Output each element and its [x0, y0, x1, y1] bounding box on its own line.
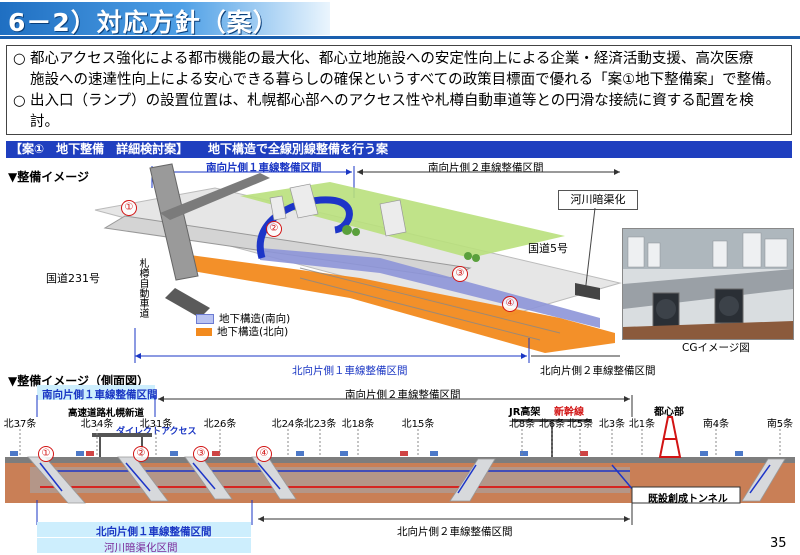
page-title: 6－2）対応方針（案）: [8, 8, 279, 37]
summary-line-2: 施設への速達性向上による安心できる暮らしの確保というすべての政策目標面で優れる「…: [30, 72, 781, 88]
overview-top-section-1: 南向片側１車線整備区間: [206, 162, 322, 174]
cg-image: [622, 228, 794, 340]
station-label: 北26条: [203, 419, 237, 430]
overview-top-section-2: 南向片側２車線整備区間: [428, 162, 544, 174]
right-portal: [575, 283, 600, 300]
river-section-label: 河川暗渠化区間: [104, 542, 178, 554]
station-label: 北37条: [3, 419, 37, 430]
overview-top-arrows: [151, 166, 620, 198]
title-rule: [0, 36, 800, 39]
tv-tower: [658, 416, 682, 458]
expressway-base: [165, 288, 210, 318]
overview-legend: 地下構造(南向) 地下構造(北向): [196, 313, 290, 339]
direct-access-label: ダイレクトアクセス: [116, 427, 197, 437]
profile-top-highlight: [37, 385, 155, 400]
route-231-label: 国道231号: [46, 272, 100, 285]
profile-bottom-section-1: 北向片側１車線整備区間: [96, 526, 212, 538]
overview-bottom-section-2: 北向片側２車線整備区間: [540, 365, 656, 377]
legend-south-label: 地下構造(南向): [219, 313, 291, 325]
expressway-pillar: [149, 163, 199, 281]
plan-band-description: 地下構造で全線別線整備を行う案: [208, 142, 389, 156]
profile-marker-4: ④: [256, 446, 272, 462]
profile-marker-2: ②: [133, 446, 149, 462]
station-label: 北6条: [538, 419, 566, 430]
plan-band-label: 【案① 地下整備 詳細検討案】: [10, 142, 189, 156]
cg-caption: CGイメージ図: [682, 342, 750, 354]
ramp-arrows: [39, 462, 771, 494]
cg-image-illustration: [623, 229, 793, 339]
profile-marker-3: ③: [193, 446, 209, 462]
jr-label: JR高架: [509, 407, 541, 418]
bullet-mark: ○: [13, 93, 26, 109]
jr-elevated: [512, 419, 592, 422]
summary-line-4: 討。: [30, 114, 59, 130]
station-label: 北31条: [139, 419, 173, 430]
summary-line-1: 都心アクセス強化による都市機能の最大化、都心立地施設への安定性向上による企業・経…: [30, 51, 754, 67]
profile-illustration: [5, 395, 795, 525]
legend-north-label: 地下構造(北向): [217, 326, 289, 338]
plan-band: 【案① 地下整備 詳細検討案】 地下構造で全線別線整備を行う案: [6, 141, 792, 158]
station-ticks: [19, 425, 781, 457]
profile-bottom-highlight: [37, 522, 251, 537]
river-callout-leader: [584, 208, 596, 294]
overview-marker-2: ②: [266, 221, 282, 237]
profile-bottom-arrows: [36, 500, 633, 525]
profile-heading: ▼整備イメージ（側面図）: [8, 374, 149, 388]
station-label: 北24条: [271, 419, 305, 430]
expressway-label: 札樽自動車道: [137, 258, 148, 318]
page-number: 35: [770, 536, 787, 551]
existing-tunnel-box: [631, 486, 741, 504]
overview-bottom-arrows: [134, 328, 620, 363]
summary-line-3: 出入口（ランプ）の設置位置は、札幌都心部へのアクセス性や札樽自動車道等との円滑な…: [30, 93, 754, 109]
legend-south-swatch: [196, 314, 214, 324]
route-5-label: 国道5号: [528, 242, 568, 255]
trees: [342, 225, 480, 262]
ramp-curve: [256, 196, 353, 260]
station-label: 南5条: [766, 419, 794, 430]
profile-top-section-2: 南向片側２車線整備区間: [345, 389, 461, 401]
traffic-cars: [10, 451, 743, 456]
buildings: [269, 183, 407, 237]
summary-bullet-1: ○ 都心アクセス強化による都市機能の最大化、都心立地施設への安定性向上による企業…: [13, 49, 785, 91]
bullet-mark: ○: [13, 51, 26, 67]
overview-marker-1: ①: [121, 200, 137, 216]
title-bar: [0, 2, 330, 35]
river-callout: 河川暗渠化: [558, 190, 638, 210]
existing-tunnel-label: 既設創成トンネル: [648, 494, 728, 505]
legend-south: 地下構造(南向): [196, 313, 290, 326]
legend-north-swatch: [196, 328, 212, 336]
profile-top-section-1: 南向片側１車線整備区間: [42, 389, 158, 401]
expressway-deck: [160, 173, 270, 220]
overview-bottom-section-1: 北向片側１車線整備区間: [292, 365, 408, 377]
profile-top-arrows: [36, 395, 633, 417]
station-label: 北18条: [341, 419, 375, 430]
overview-marker-3: ③: [452, 266, 468, 282]
summary-box: ○ 都心アクセス強化による都市機能の最大化、都心立地施設への安定性向上による企業…: [6, 45, 792, 135]
expressway-profile-label: 高速道路札幌新道: [68, 408, 145, 419]
overview-heading: ▼整備イメージ: [8, 170, 89, 184]
elevated-expressway: [92, 433, 152, 437]
station-label: 北1条: [628, 419, 656, 430]
shinkansen-label: 新幹線: [554, 407, 584, 418]
overview-marker-4: ④: [502, 296, 518, 312]
station-label: 北8条: [508, 419, 536, 430]
overview-illustration: [94, 163, 622, 363]
summary-bullet-2: ○ 出入口（ランプ）の設置位置は、札幌都心部へのアクセス性や札樽自動車道等との円…: [13, 91, 785, 133]
river-section-highlight: [37, 538, 251, 553]
station-label: 北23条: [303, 419, 337, 430]
south-tunnel: [260, 248, 600, 328]
road-surface: [5, 457, 795, 463]
station-label: 北34条: [80, 419, 114, 430]
profile-marker-1: ①: [38, 446, 54, 462]
station-label: 北15条: [401, 419, 435, 430]
legend-north: 地下構造(北向): [196, 326, 290, 339]
profile-bottom-section-2: 北向片側２車線整備区間: [397, 526, 513, 538]
station-label: 北3条: [598, 419, 626, 430]
station-label: 北5条: [566, 419, 594, 430]
title-block: 6－2）対応方針（案）: [0, 0, 800, 40]
toshin-label: 都心部: [654, 407, 684, 418]
station-label: 南4条: [702, 419, 730, 430]
